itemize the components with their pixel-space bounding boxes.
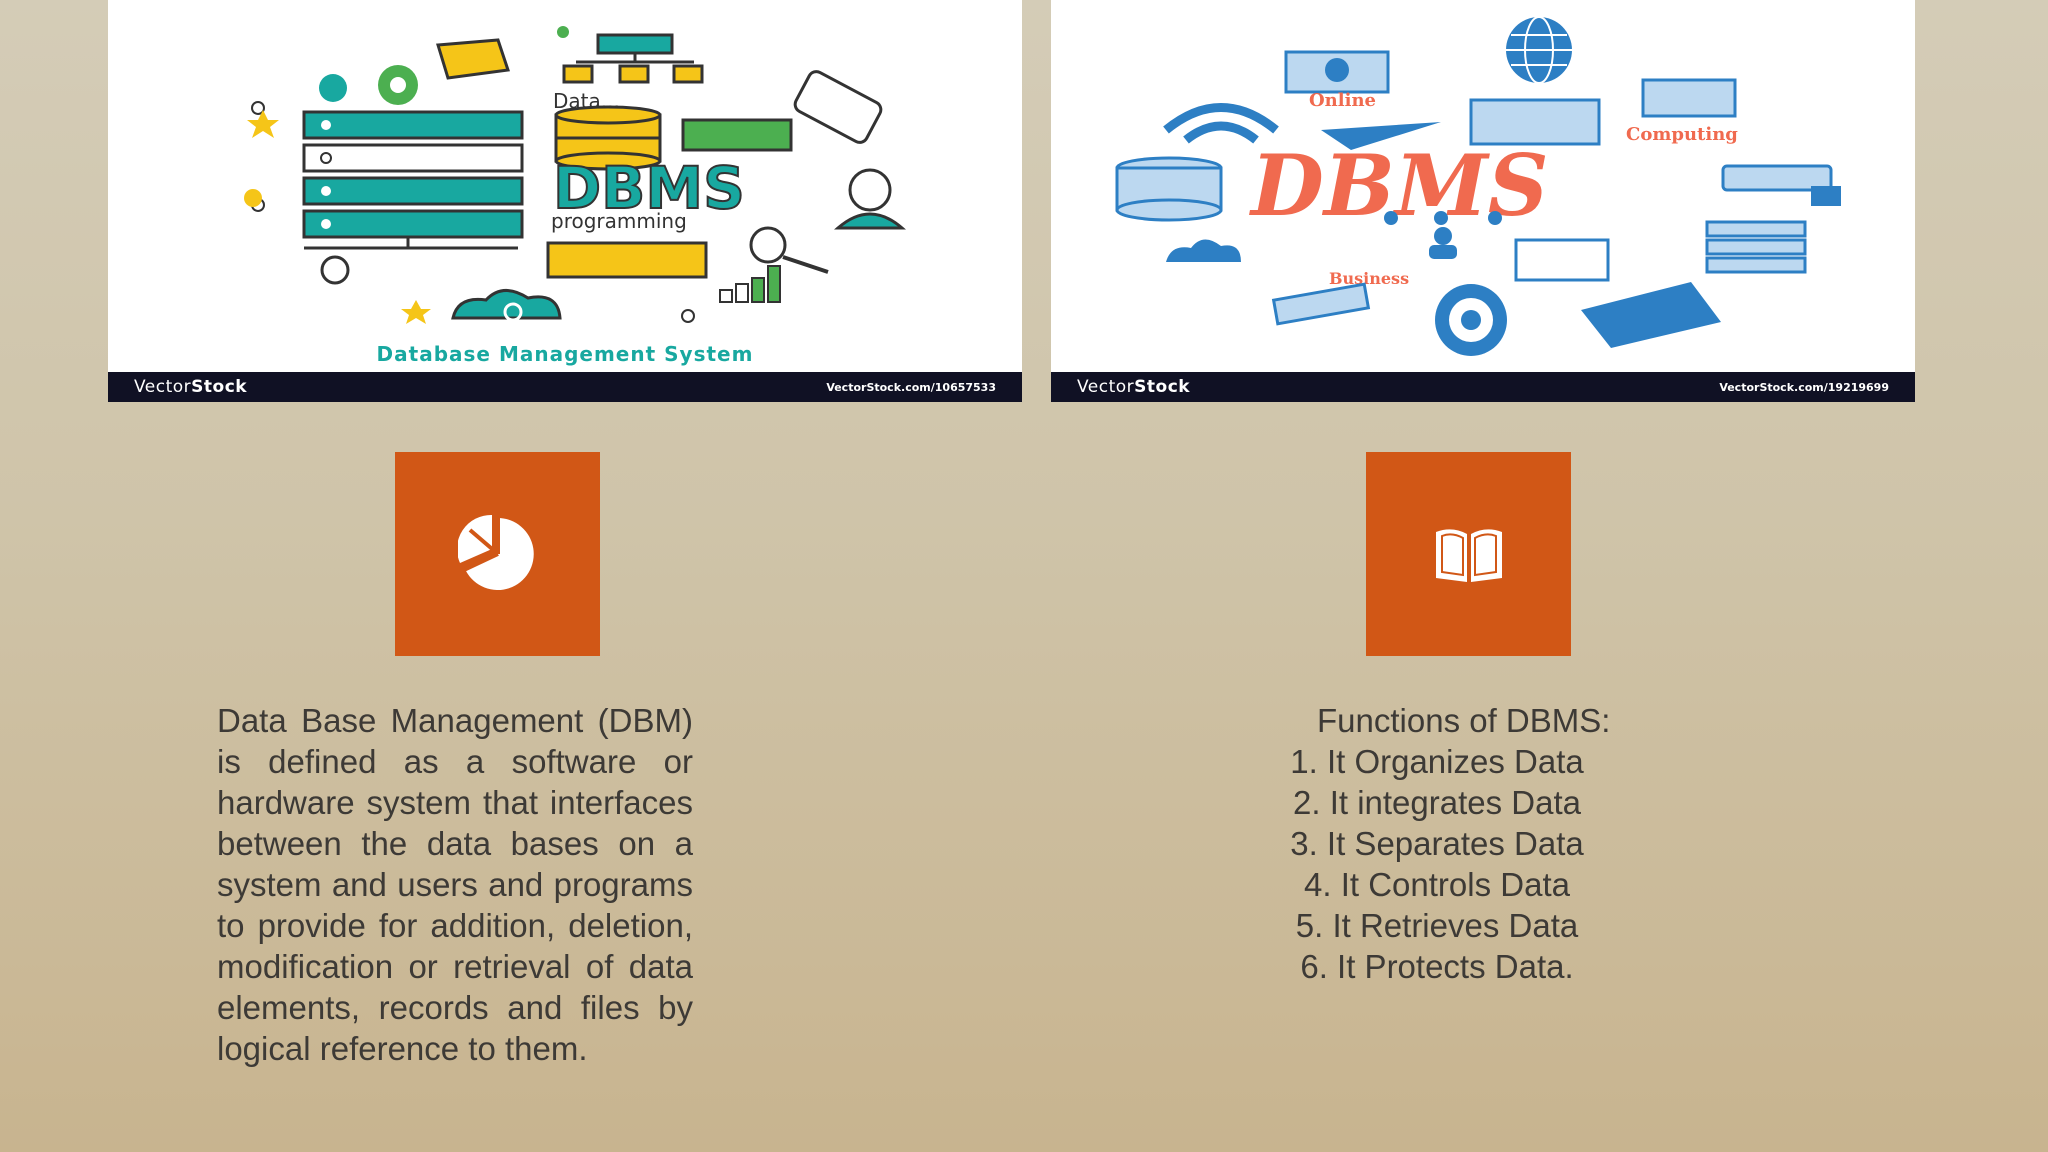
list-item: 2. It integrates Data [1293,784,1581,821]
left-sub-text: programming [551,209,687,233]
list-item: 1. It Organizes Data [1290,743,1584,780]
left-caption: Database Management System [376,342,754,366]
left-logo-text: DBMS [553,154,745,222]
pie-chart-icon [457,514,534,590]
dbm-definition-text: Data Base Management (DBM) is defined as… [217,702,693,1067]
right-tag-online: Online [1309,90,1376,111]
dbms-illustration-left: DBMS Data... programming Database Manage… [108,0,1022,402]
right-tag-business: Business [1329,269,1409,288]
left-tag-data: Data... [553,89,620,113]
list-item: 3. It Separates Data [1290,825,1584,862]
dbms-programming-illustration: DBMS Data... programming [244,26,906,324]
list-item: 6. It Protects Data. [1300,948,1574,985]
left-brand: VectorStock [134,377,248,397]
right-tag-computing: Computing [1626,124,1738,145]
right-logo-text: DBMS [1249,136,1549,235]
dbms-functions: Functions of DBMS: 1. It Organizes Data … [1200,700,1740,987]
functions-heading: Functions of DBMS: [1317,702,1611,739]
right-brand: VectorStock [1077,377,1191,397]
right-watermark-bar: VectorStock VectorStock.com/19219699 [1051,372,1915,402]
dbms-business-illustration: DBMS Online Computing Business [1115,16,1841,356]
functions-list: 1. It Organizes Data 2. It integrates Da… [1200,741,1740,987]
pie-chart-tile [395,452,600,656]
dbms-illustration-right: DBMS Online Computing Business VectorSto… [1051,0,1915,402]
right-url: VectorStock.com/19219699 [1719,380,1889,394]
book-tile [1366,452,1571,656]
left-watermark-bar: VectorStock VectorStock.com/10657533 [108,372,1022,402]
list-item: 5. It Retrieves Data [1295,907,1579,944]
list-item: 4. It Controls Data [1304,866,1570,903]
left-url: VectorStock.com/10657533 [826,380,996,394]
open-book-icon [1435,529,1502,582]
